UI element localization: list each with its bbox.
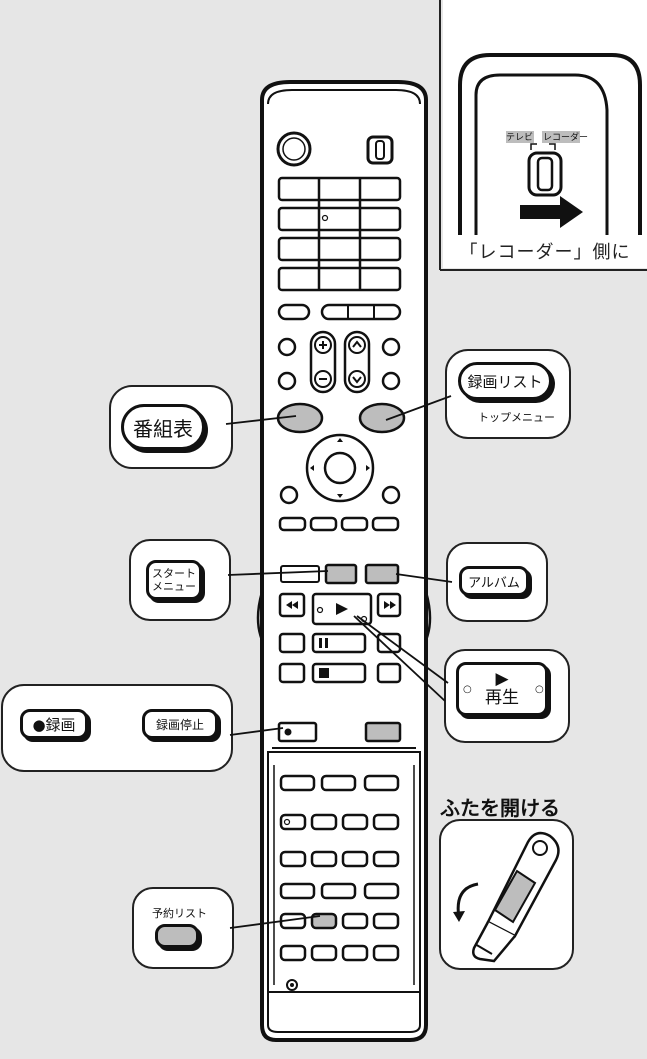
reserve-list-label: 予約リスト	[152, 907, 207, 920]
play-button[interactable]: ▶ 再生	[456, 662, 548, 716]
record-button[interactable]: ●録画	[20, 709, 88, 739]
mode-switch-inset	[439, 0, 647, 271]
program-guide-button[interactable]: 番組表	[121, 404, 205, 450]
remote-buttons	[256, 131, 432, 991]
dot-left-icon: ○	[463, 684, 472, 695]
switch-recorder-label: レコーダー	[543, 133, 589, 143]
stop-record-button[interactable]: 録画停止	[142, 709, 218, 739]
play-label: 再生	[485, 688, 519, 708]
reserve-list-button[interactable]	[155, 924, 199, 948]
callout-lines	[225, 395, 453, 929]
lid-illustration	[439, 819, 574, 970]
inset-caption: 「レコーダー」側に	[459, 242, 631, 263]
lid-title: ふたを開ける	[440, 796, 560, 820]
start-menu-line1: スタート	[152, 566, 196, 580]
start-menu-button[interactable]: スタート メニュー	[146, 560, 202, 600]
switch-tv-label: テレビ	[506, 133, 534, 143]
play-icon: ▶	[495, 669, 509, 690]
start-menu-line2: メニュー	[152, 580, 196, 593]
top-menu-label: トップメニュー	[478, 411, 555, 424]
album-button[interactable]: アルバム	[459, 566, 529, 596]
record-list-button[interactable]: 録画リスト	[458, 362, 552, 400]
dot-right-icon: ○	[535, 684, 544, 695]
